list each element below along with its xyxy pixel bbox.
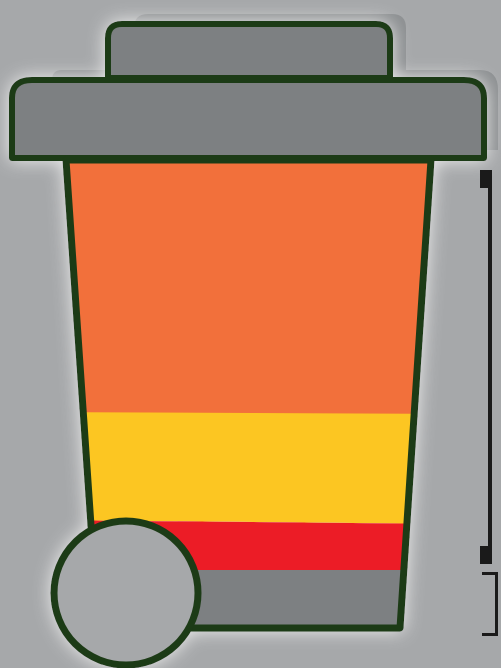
- bin-lid: [12, 80, 484, 158]
- lid-handle: [108, 24, 390, 78]
- fill-layer-orange: [40, 158, 460, 414]
- fill-layer-yellow: [40, 412, 460, 524]
- bin-wheel: [54, 521, 198, 665]
